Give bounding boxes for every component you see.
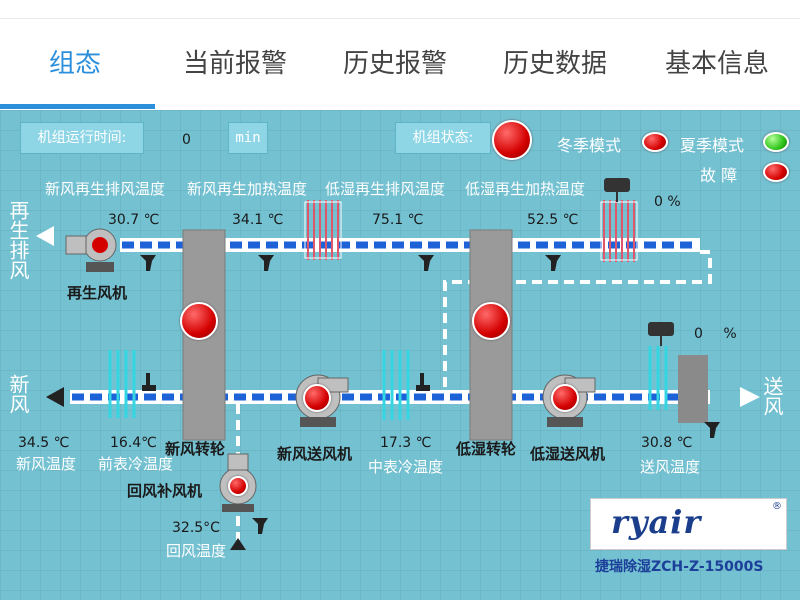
unit-state-label: 机组状态: (395, 122, 491, 154)
tab-alarm-history[interactable]: 历史报警 (342, 49, 447, 79)
active-tab-indicator (0, 104, 155, 109)
supply-air-temp-label: 送风温度 (640, 458, 701, 476)
summer-mode-label: 夏季模式 (680, 136, 745, 155)
fresh-duct (70, 390, 710, 404)
fresh-air-inlet-label: 新风 (6, 374, 30, 414)
fresh-supply-fan-label: 新风送风机 (277, 445, 353, 463)
scada-panel: 机组运行时间: 0 min 机组状态: 冬季模式 夏季模式 故 障 再生排风 新… (0, 110, 800, 600)
tab-data-history[interactable]: 历史数据 (502, 49, 607, 79)
tab-configuration[interactable]: 组态 (48, 49, 101, 79)
return-air-temp: 32.5°C (172, 520, 220, 536)
tab-basic-info[interactable]: 基本信息 (664, 49, 769, 79)
intake-damper-icon (46, 387, 64, 407)
tab-current-alarms[interactable]: 当前报警 (182, 49, 287, 79)
supply-air-temp: 30.8 ℃ (641, 435, 693, 451)
fresh-air-temp: 34.5 ℃ (18, 435, 70, 451)
winter-mode-indicator (642, 132, 668, 152)
summer-mode-indicator (763, 132, 789, 152)
mid-cool-temp-label: 中表冷温度 (368, 458, 444, 476)
sensor-icons (140, 255, 720, 550)
fresh-wheel-label: 新风转轮 (165, 440, 226, 458)
low-regen-heating-temp-label: 低湿再生加热温度 (465, 180, 586, 198)
low-wheel-status-indicator (472, 302, 510, 340)
top-divider (0, 18, 800, 19)
pre-cool-temp: 16.4℃ (110, 435, 157, 451)
regen-heater-1 (304, 200, 342, 260)
brand-logo: ryair ® (590, 498, 787, 550)
cooling-valve-actuator-icon (648, 322, 674, 346)
runtime-label: 机组运行时间: (20, 122, 144, 154)
low-supply-fan-indicator (551, 384, 579, 412)
fresh-regen-heating-temp: 34.1 ℃ (232, 212, 284, 228)
low-regen-exhaust-temp: 75.1 ℃ (372, 212, 424, 228)
regen-fan-label: 再生风机 (67, 284, 128, 302)
return-fan-label: 回风补风机 (127, 482, 203, 500)
brand-logo-text: ryair (611, 503, 702, 541)
tab-bar: 组态 当前报警 历史报警 历史数据 基本信息 (0, 0, 800, 111)
low-regen-heating-temp: 52.5 ℃ (527, 212, 579, 228)
pre-cool-temp-label: 前表冷温度 (98, 455, 174, 473)
low-regen-exhaust-temp-label: 低湿再生排风温度 (325, 180, 446, 198)
pre-cooling-coil (108, 350, 136, 418)
after-cooling-coil (648, 346, 668, 410)
supply-arrow-icon (740, 387, 760, 407)
mid-cool-temp: 17.3 ℃ (380, 435, 432, 451)
cooling-valve-percent: 0 % (694, 326, 737, 342)
heater-actuator-icon (604, 178, 630, 202)
registered-mark: ® (772, 501, 782, 512)
regen-exhaust-label: 再生排风 (6, 200, 30, 280)
low-supply-fan-label: 低湿送风机 (530, 445, 606, 463)
fresh-regen-exhaust-temp: 30.7 ℃ (108, 212, 160, 228)
return-fan-indicator (228, 476, 248, 496)
runtime-unit: min (228, 122, 268, 154)
supply-air-outlet-label: 送风 (760, 376, 784, 416)
winter-mode-label: 冬季模式 (557, 136, 622, 155)
heater-valve-percent: 0 % (654, 194, 681, 210)
fresh-supply-fan-indicator (303, 384, 331, 412)
fresh-regen-exhaust-temp-label: 新风再生排风温度 (45, 180, 166, 198)
fresh-air-temp-label: 新风温度 (16, 455, 77, 473)
regen-heater-2 (600, 200, 638, 262)
unit-state-indicator (492, 120, 532, 160)
fault-label: 故 障 (700, 166, 738, 185)
regen-fan-icon (65, 228, 117, 272)
fresh-regen-heating-temp-label: 新风再生加热温度 (187, 180, 308, 198)
fault-indicator (763, 162, 789, 182)
supply-outlet-block (678, 355, 708, 423)
mid-cooling-coil (382, 350, 410, 420)
model-label: 捷瑞除湿ZCH-Z-15000S (595, 559, 764, 575)
return-air-temp-label: 回风温度 (166, 542, 227, 560)
runtime-value: 0 (182, 132, 191, 148)
fresh-wheel-status-indicator (180, 302, 218, 340)
low-wheel-label: 低湿转轮 (456, 440, 517, 458)
exhaust-arrow-icon (36, 226, 54, 246)
